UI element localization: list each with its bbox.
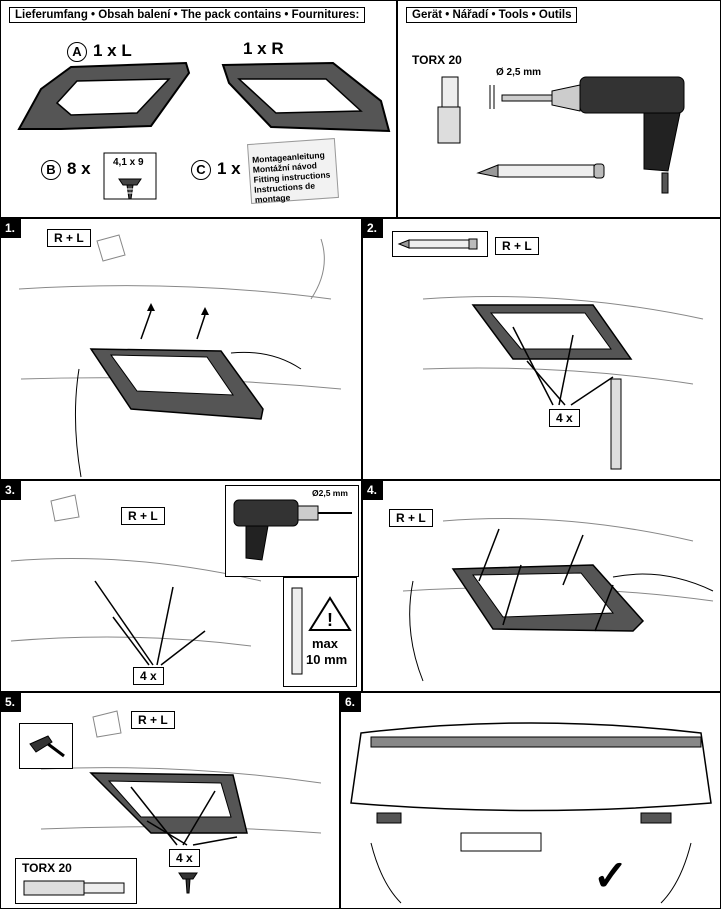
tools-drawing	[437, 76, 685, 194]
step-3-label: R + L	[121, 507, 165, 525]
pencil-icon	[397, 238, 478, 250]
torx-bit-icon	[437, 76, 461, 144]
step-1-drawing	[18, 234, 342, 478]
trim-parts-drawing	[17, 61, 391, 200]
step-5-torx-label: TORX 20	[22, 861, 72, 875]
step-5-count: 4 x	[169, 849, 200, 867]
warning-depth: 10 mm	[306, 652, 348, 667]
pencil-box	[392, 231, 488, 257]
step-6-panel: 6. ✓	[340, 692, 721, 909]
depth-warning: ! max 10 mm	[283, 577, 357, 687]
step-3-panel: 3. R + L 4 x Ø2,5 mm ! max 10 mm	[0, 480, 362, 692]
step-5-drawing	[40, 710, 322, 894]
screw-size: 4,1 x 9	[113, 157, 144, 168]
drill-icon	[233, 499, 352, 561]
tools-torx-label: TORX 20	[412, 53, 462, 67]
item-a-qty: 1 x L	[93, 41, 132, 60]
item-c: C 1 x	[191, 159, 241, 180]
drill-box: Ø2,5 mm	[225, 485, 359, 577]
step-2-count: 4 x	[549, 409, 580, 427]
step-5-number: 5.	[1, 693, 22, 712]
item-c-qty: 1 x	[217, 159, 241, 178]
step-3-drawing	[10, 494, 262, 666]
item-c-letter: C	[191, 160, 211, 180]
torx-bit-icon	[23, 880, 125, 896]
step-4-panel: 4. R + L	[362, 480, 721, 692]
step-1-panel: 1. R + L	[0, 218, 362, 480]
step-3-drill-diameter: Ø2,5 mm	[312, 488, 348, 498]
step-2-panel: 2. R + L 4 x	[362, 218, 721, 480]
step-5-panel: 5. R + L 4 x TORX 20	[0, 692, 340, 909]
step-1-number: 1.	[1, 219, 22, 238]
warning-max: max	[312, 636, 339, 651]
step-2-label: R + L	[495, 237, 539, 255]
item-b-letter: B	[41, 160, 61, 180]
contents-panel: Lieferumfang • Obsah balení • The pack c…	[0, 0, 397, 218]
warning-icon: !	[291, 587, 352, 675]
step-4-label: R + L	[389, 509, 433, 527]
screw-icon	[178, 872, 198, 894]
step-6-car-drawing	[350, 722, 712, 904]
item-r-qty: 1 x R	[243, 39, 284, 58]
torx-box: TORX 20	[15, 858, 137, 904]
svg-text:!: !	[327, 610, 333, 630]
step-4-drawing	[402, 518, 714, 682]
check-mark-icon: ✓	[593, 852, 629, 899]
step-6-number: 6.	[341, 693, 362, 712]
step-5-label: R + L	[131, 711, 175, 729]
step-4-number: 4.	[363, 481, 384, 500]
step-3-count: 4 x	[133, 667, 164, 685]
item-a: A 1 x L	[67, 41, 132, 62]
tools-header: Gerät • Nářadí • Tools • Outils	[406, 7, 578, 23]
step-3-number: 3.	[1, 481, 22, 500]
drill-icon	[551, 76, 685, 194]
tools-panel: Gerät • Nářadí • Tools • Outils TORX 20 …	[397, 0, 721, 218]
pencil-icon	[476, 163, 605, 179]
screw-icon	[29, 735, 65, 758]
step-1-label: R + L	[47, 229, 91, 247]
instructions-sheet: Montageanleitung Montážní návod Fitting …	[247, 138, 339, 205]
contents-header: Lieferumfang • Obsah balení • The pack c…	[9, 7, 366, 23]
item-b-qty: 8 x	[67, 159, 91, 178]
screw-box	[19, 723, 73, 769]
item-b: B 8 x	[41, 159, 91, 180]
step-2-number: 2.	[363, 219, 384, 238]
tools-drill-diameter: Ø 2,5 mm	[496, 67, 542, 78]
item-a-letter: A	[67, 42, 87, 62]
step-2-drawing	[422, 296, 704, 470]
